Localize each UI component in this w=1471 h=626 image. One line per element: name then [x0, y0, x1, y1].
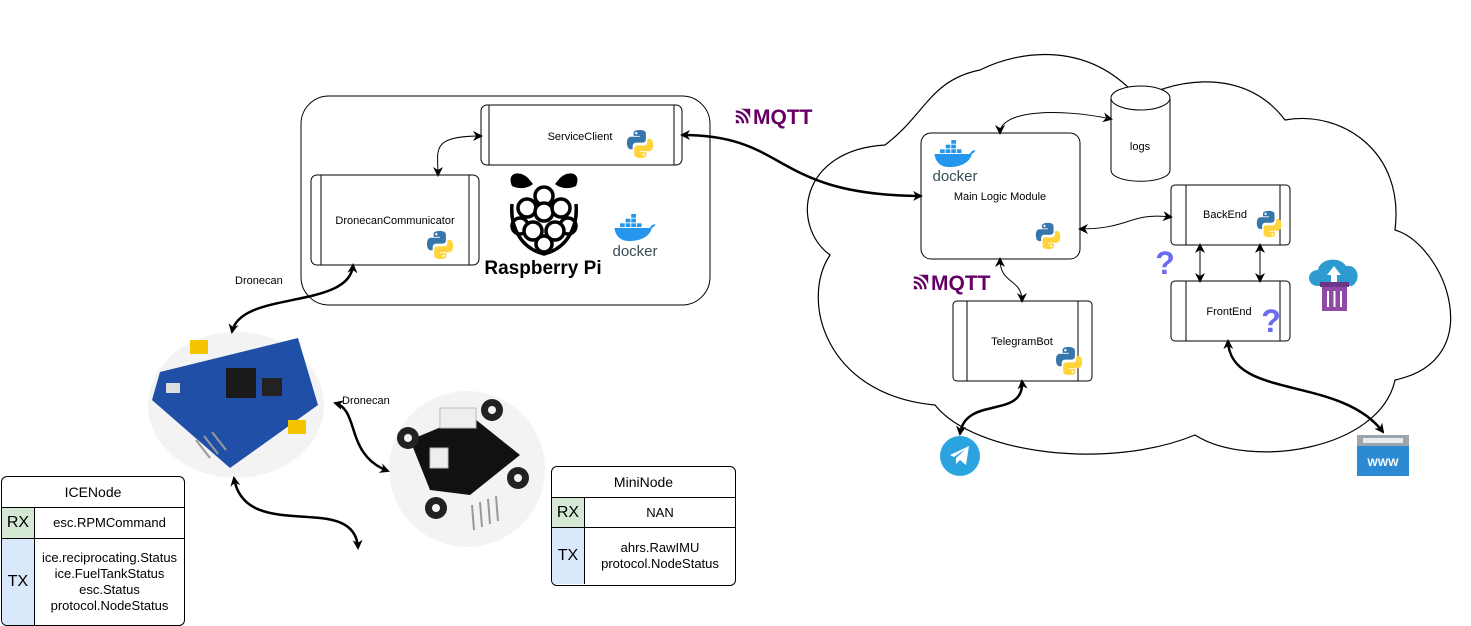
message-type: ice.reciprocating.Status — [41, 550, 178, 565]
frontend-label: FrontEnd — [1206, 306, 1251, 318]
frontend-box[interactable]: FrontEnd — [1170, 280, 1291, 342]
message-type: NAN — [646, 504, 674, 520]
message-type: protocol.NodeStatus — [601, 556, 719, 571]
backend-box[interactable]: BackEnd — [1170, 184, 1291, 246]
docker-label: docker — [932, 168, 977, 185]
icenode-table: ICENode RX esc.RPMCommand TX ice.recipro… — [1, 476, 185, 626]
rx-tag: RX — [2, 508, 35, 538]
message-type: esc.Status — [79, 582, 140, 597]
tx-tag: TX — [2, 539, 35, 625]
icenode-tx-row: TX ice.reciprocating.Status ice.FuelTank… — [2, 539, 184, 625]
question-icon: ? — [1261, 303, 1281, 339]
logs-database[interactable]: logs — [1110, 85, 1171, 182]
mqtt-logo-icon — [734, 107, 752, 125]
connector-dronecan-icenode — [228, 263, 358, 334]
message-type: ahrs.RawIMU — [620, 540, 700, 555]
telegram-bot-box[interactable]: TelegramBot — [952, 300, 1093, 382]
mininode-tx-row: TX ahrs.RawIMU protocol.NodeStatus — [552, 528, 735, 584]
icenode-rx-row: RX esc.RPMCommand — [2, 508, 184, 539]
connector-telegrambot-telegram — [956, 379, 1028, 436]
connector-icenode-mininode — [333, 400, 390, 473]
telegram-bot-label: TelegramBot — [991, 336, 1053, 348]
connector-mqtt-serviceclient-main — [680, 130, 923, 201]
backend-label: BackEnd — [1203, 209, 1247, 221]
icenode-board-image — [148, 332, 324, 478]
question-icon: ? — [1155, 245, 1175, 281]
mininode-rx-row: RX NAN — [552, 498, 735, 528]
connector-icenode-bus — [230, 476, 363, 550]
cloud-upload-icon — [1309, 259, 1358, 311]
docker-label: docker — [612, 243, 657, 260]
mqtt-label-mid: MQTT — [931, 272, 991, 295]
www-label: WWW — [1367, 457, 1399, 469]
mininode-title: MiniNode — [552, 467, 735, 498]
icenode-rx-values: esc.RPMCommand — [35, 508, 184, 538]
connector-serviceclient-dronecan — [432, 131, 483, 177]
main-logic-module-box[interactable]: docker Main Logic Module — [920, 132, 1081, 260]
dronecan-communicator-label: DronecanCommunicator — [335, 215, 455, 227]
dronecan-label-mid: Dronecan — [342, 395, 390, 407]
message-type: protocol.NodeStatus — [50, 598, 169, 613]
service-client-label: ServiceClient — [548, 131, 613, 143]
telegram-icon — [940, 436, 980, 476]
logs-label: logs — [1130, 141, 1151, 153]
main-logic-label: Main Logic Module — [954, 191, 1046, 203]
icenode-title: ICENode — [2, 477, 184, 508]
connector-main-backend — [1078, 211, 1173, 234]
mqtt-label-top: MQTT — [753, 106, 813, 129]
message-type: ice.FuelTankStatus — [54, 566, 165, 581]
connector-main-logs — [995, 112, 1113, 135]
mininode-board-image — [389, 391, 545, 547]
raspberry-pi-label: Raspberry Pi — [484, 258, 601, 279]
mininode-rx-values: NAN — [585, 498, 735, 527]
connectors — [228, 112, 1385, 550]
mininode-tx-values: ahrs.RawIMU protocol.NodeStatus — [585, 528, 735, 584]
mininode-table: MiniNode RX NAN TX ahrs.RawIMU protocol.… — [551, 466, 736, 586]
dronecan-communicator-box[interactable]: DronecanCommunicator — [310, 174, 480, 266]
connector-main-telegrambot — [995, 257, 1027, 303]
icenode-tx-values: ice.reciprocating.Status ice.FuelTankSta… — [35, 539, 184, 625]
connector-frontend-www — [1223, 339, 1385, 434]
www-browser-icon: WWW — [1357, 435, 1409, 476]
raspberry-pi-logo-icon — [510, 173, 578, 256]
tx-tag: TX — [552, 528, 585, 584]
message-type: esc.RPMCommand — [53, 515, 166, 530]
rx-tag: RX — [552, 498, 585, 527]
service-client-box[interactable]: ServiceClient — [480, 104, 683, 166]
dronecan-label-left: Dronecan — [235, 275, 283, 287]
